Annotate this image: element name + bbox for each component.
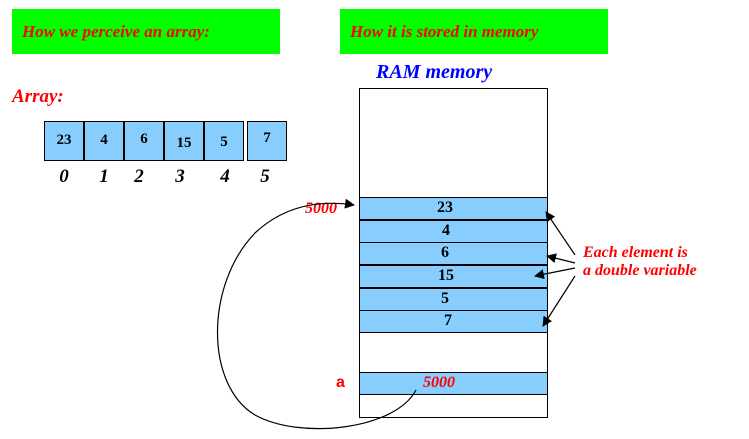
array-index-4: 4 <box>220 166 230 187</box>
pointer-loop-arrow <box>216 198 417 430</box>
note-arrow-1 <box>545 211 576 256</box>
pointer-value: 5000 <box>423 374 455 391</box>
note-line-2: a double variable <box>583 262 697 279</box>
right-header: How it is stored in memory <box>340 9 608 54</box>
left-header: How we perceive an array: <box>12 9 280 54</box>
pointer-name: a <box>336 374 345 391</box>
note-arrow-4 <box>542 275 576 327</box>
array-index-5: 5 <box>260 166 270 187</box>
memory-cell-0: 23 <box>359 197 548 220</box>
memory-cell-3: 15 <box>359 265 548 288</box>
array-cell-5: 7 <box>247 121 287 161</box>
array-index-0: 0 <box>59 166 69 187</box>
array-cell-2: 6 <box>124 121 164 161</box>
array-cell-0: 23 <box>44 121 84 161</box>
memory-cell-2: 6 <box>359 242 548 265</box>
ram-title: RAM memory <box>376 61 493 83</box>
array-index-1: 1 <box>99 166 109 187</box>
array-cell-3: 15 <box>164 121 204 161</box>
array-cell-1: 4 <box>84 121 124 161</box>
array-index-3: 3 <box>175 166 185 187</box>
note-arrow-3 <box>534 267 576 280</box>
note-arrow-2 <box>546 253 576 264</box>
array-index-2: 2 <box>134 166 144 187</box>
note-line-1: Each element is <box>583 244 688 261</box>
array-cell-4: 5 <box>204 121 244 161</box>
pointer-cell: 5000 <box>359 372 548 395</box>
array-label: Array: <box>12 86 64 107</box>
